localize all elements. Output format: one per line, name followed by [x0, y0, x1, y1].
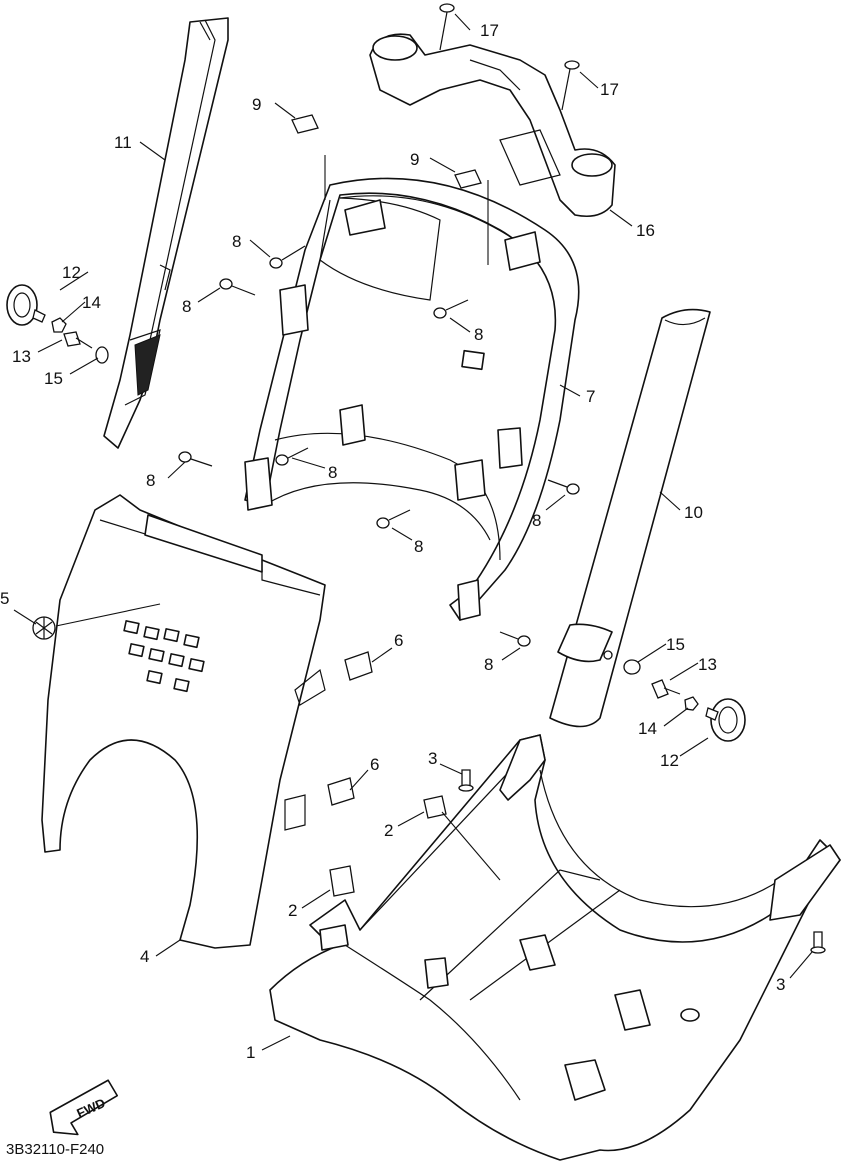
part-4-front-panel[interactable]: [41, 494, 326, 949]
callout-11: 11: [114, 133, 132, 152]
callout-9: 9: [252, 95, 261, 114]
callout-13: 13: [12, 347, 31, 366]
part-4-vent-slots: [123, 620, 205, 693]
callout-9: 9: [410, 150, 419, 169]
callout-4: 4: [140, 947, 149, 966]
part-12-knob-left[interactable]: [6, 284, 46, 326]
part-9-clip-upper[interactable]: [291, 114, 319, 134]
part-3-screw-upper[interactable]: [458, 769, 474, 792]
callout-3: 3: [428, 749, 437, 768]
callout-8: 8: [484, 655, 493, 674]
callout-3: 3: [776, 975, 785, 994]
callout-6: 6: [370, 755, 379, 774]
callout-2: 2: [384, 821, 393, 840]
callout-13: 13: [698, 655, 717, 674]
callout-8: 8: [328, 463, 337, 482]
part-7-inner-frame-panel[interactable]: [244, 177, 580, 621]
callout-8: 8: [232, 232, 241, 251]
callout-7: 7: [586, 387, 595, 406]
part-13-bolt-right[interactable]: [651, 679, 681, 699]
fwd-arrow-icon: FWD: [49, 1079, 119, 1136]
callout-17: 17: [600, 80, 619, 99]
part-10-right-side-cover[interactable]: [549, 308, 711, 728]
part-8-screws[interactable]: [178, 245, 580, 647]
part-15-washer-left[interactable]: [95, 346, 109, 364]
callout-12: 12: [660, 751, 679, 770]
part-2-clip-lower[interactable]: [329, 865, 355, 897]
part-1-floor-board[interactable]: [269, 734, 841, 1161]
callout-14: 14: [82, 293, 101, 312]
part-17-screw-lower[interactable]: [561, 60, 580, 111]
callout-16: 16: [636, 221, 655, 240]
callout-2: 2: [288, 901, 297, 920]
callout-10: 10: [684, 503, 703, 522]
callout-8: 8: [146, 471, 155, 490]
callout-14: 14: [638, 719, 657, 738]
part-6-bracket-upper[interactable]: [344, 651, 373, 681]
callout-15: 15: [44, 369, 63, 388]
callout-17: 17: [480, 21, 499, 40]
part-12-knob-right[interactable]: [705, 698, 746, 742]
part-2-clip-upper[interactable]: [423, 795, 447, 819]
part-15-washer-right[interactable]: [623, 659, 641, 675]
callout-12: 12: [62, 263, 81, 282]
callout-8: 8: [414, 537, 423, 556]
callout-5: 5: [0, 589, 9, 608]
part-14-nut-right[interactable]: [684, 696, 699, 711]
callout-labels: 17 17 9 9 11 16 8 12 8 14 8 13 15 7 8 8 …: [0, 21, 785, 1062]
callout-8: 8: [182, 297, 191, 316]
part-9-clip-lower[interactable]: [454, 169, 482, 189]
part-3-screw-lower[interactable]: [810, 931, 826, 954]
callout-15: 15: [666, 635, 685, 654]
part-17-screw-upper[interactable]: [439, 3, 455, 51]
callout-8: 8: [532, 511, 541, 530]
callout-1: 1: [246, 1043, 255, 1062]
leader-lines: [13, 13, 813, 1051]
diagram-code: 3B32110-F240: [6, 1141, 104, 1158]
callout-8: 8: [474, 325, 483, 344]
part-11-left-side-cover[interactable]: [103, 17, 229, 449]
part-6-bracket-lower[interactable]: [327, 777, 355, 806]
part-5-grommet[interactable]: [32, 616, 56, 640]
part-16-upper-bracket[interactable]: [369, 33, 616, 218]
callout-6: 6: [394, 631, 403, 650]
part-13-bolt-left[interactable]: [63, 331, 93, 349]
